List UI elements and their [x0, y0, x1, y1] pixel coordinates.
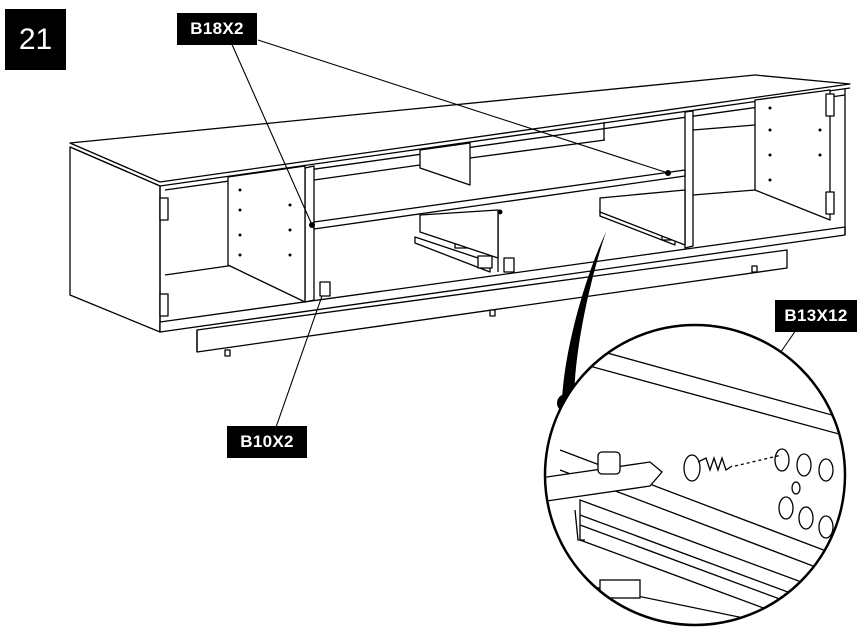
part-label-b18: B18X2 — [177, 13, 257, 45]
part-label-b13: B13X12 — [775, 300, 857, 332]
part-label-b10: B10X2 — [227, 426, 307, 458]
screw-thread — [697, 455, 733, 473]
screw-head — [683, 454, 701, 482]
cabinet-top-board — [69, 74, 851, 183]
magnifier-circle — [543, 323, 847, 627]
hinge — [825, 191, 835, 215]
step-number-badge: 21 — [5, 9, 66, 70]
magnified-detail — [545, 325, 845, 625]
right-door-panel — [754, 89, 831, 221]
hinge — [159, 293, 169, 317]
right-divider — [684, 110, 694, 249]
hinge — [159, 197, 169, 221]
left-door-panel — [227, 165, 306, 303]
left-divider — [304, 165, 315, 303]
center-divider-upper — [419, 142, 471, 186]
hinge — [825, 93, 835, 117]
magnifier-pointer — [562, 232, 606, 404]
screwdriver — [545, 461, 663, 503]
tv-cabinet — [69, 74, 851, 357]
